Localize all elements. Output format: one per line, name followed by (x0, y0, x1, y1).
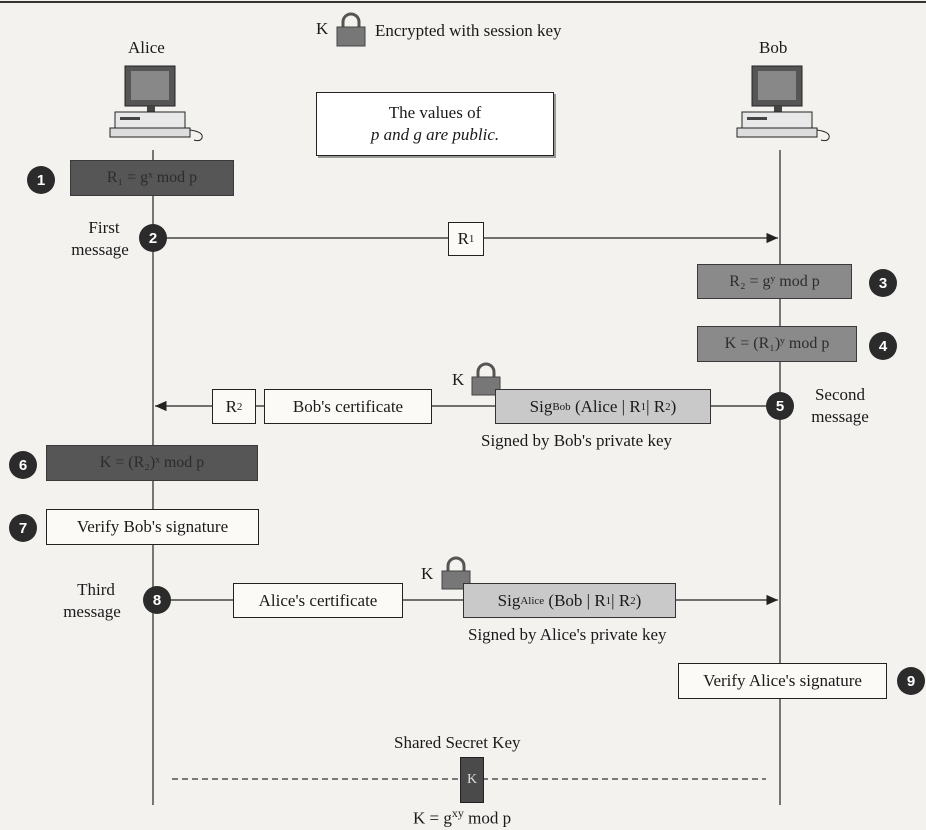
bob-sig-sub: Bob (552, 400, 571, 413)
third-message-line2: message (63, 602, 121, 621)
step-4-badge: 4 (869, 332, 897, 360)
bob-computer-icon (736, 65, 830, 142)
bob-sig-sub1: 1 (640, 400, 647, 413)
step-7-badge: 7 (9, 514, 37, 542)
r1-base: R (457, 229, 469, 248)
step-2-badge: 2 (139, 224, 167, 252)
bob-label: Bob (759, 38, 788, 57)
step-5-badge: 5 (766, 392, 794, 420)
compute-k-alice-box: K = (R₂)ˣ mod p (46, 445, 258, 481)
step-9-badge: 9 (897, 667, 925, 695)
public-note-line1: The values of (388, 103, 482, 122)
lock-icon (336, 12, 366, 47)
step-8-badge: 8 (143, 586, 171, 614)
key-glyph: K (466, 772, 478, 787)
r2-base: R (225, 396, 237, 416)
legend-text: Encrypted with session key (375, 21, 562, 40)
formula-post: mod p (463, 808, 512, 828)
bob-sig-mid: | R (646, 396, 666, 416)
compute-r2-box: R₂ = gʸ mod p (697, 264, 852, 299)
r1-sub: 1 (468, 233, 475, 245)
lock-icon (471, 362, 501, 396)
key-icon: K (460, 757, 484, 803)
step-3-badge: 3 (869, 269, 897, 297)
verify-bob-signature-box: Verify Bob's signature (46, 509, 259, 545)
second-message-line1: Second (814, 385, 866, 404)
alice-certificate-box: Alice's certificate (233, 583, 403, 618)
second-message-line2: message (811, 407, 869, 426)
alice-sig-sub2: 2 (630, 594, 636, 607)
alice-signed-by-label: Signed by Alice's private key (468, 625, 667, 644)
first-message-line1: First (88, 218, 120, 237)
bob-signed-by-label: Signed by Bob's private key (481, 431, 672, 450)
alice-sig-end: ) (635, 590, 642, 610)
bob-sig-sub2: 2 (665, 400, 671, 413)
formula-pre: K = g (413, 808, 452, 828)
verify-alice-signature-box: Verify Alice's signature (678, 663, 887, 699)
alice-sig-sub: Alice (520, 594, 545, 607)
public-note-line2: p and g are public. (370, 125, 500, 144)
shared-secret-title: Shared Secret Key (394, 733, 521, 752)
compute-k-bob-box: K = (R₁)ʸ mod p (697, 326, 857, 362)
r2-sub: 2 (236, 400, 243, 413)
step-6-badge: 6 (9, 451, 37, 479)
alice-computer-icon (109, 65, 203, 142)
third-message-line1: Third (77, 580, 115, 599)
compute-r1-box: R₁ = gˣ mod p (70, 160, 234, 196)
alice-sig-args: (Bob | R (548, 590, 606, 610)
bob-certificate-box: Bob's certificate (264, 389, 432, 424)
step-1-badge: 1 (27, 166, 55, 194)
bob-sig-args: (Alice | R (574, 396, 641, 416)
alice-sig-base: Sig (497, 590, 521, 610)
alice-sig-mid: | R (611, 590, 631, 610)
bob-sig-end: ) (670, 396, 677, 416)
alice-sig-sub1: 1 (605, 594, 612, 607)
public-values-note: The values of p and g are public. (316, 92, 554, 156)
second-lock-k: K (452, 370, 465, 389)
third-lock-k: K (421, 564, 434, 583)
bob-sig-base: Sig (529, 396, 553, 416)
legend-k: K (316, 19, 329, 38)
first-message-line2: message (71, 240, 129, 259)
alice-label: Alice (128, 38, 165, 57)
formula-sup: xy (451, 806, 464, 820)
shared-key-formula: K = gxy mod p (413, 806, 511, 829)
